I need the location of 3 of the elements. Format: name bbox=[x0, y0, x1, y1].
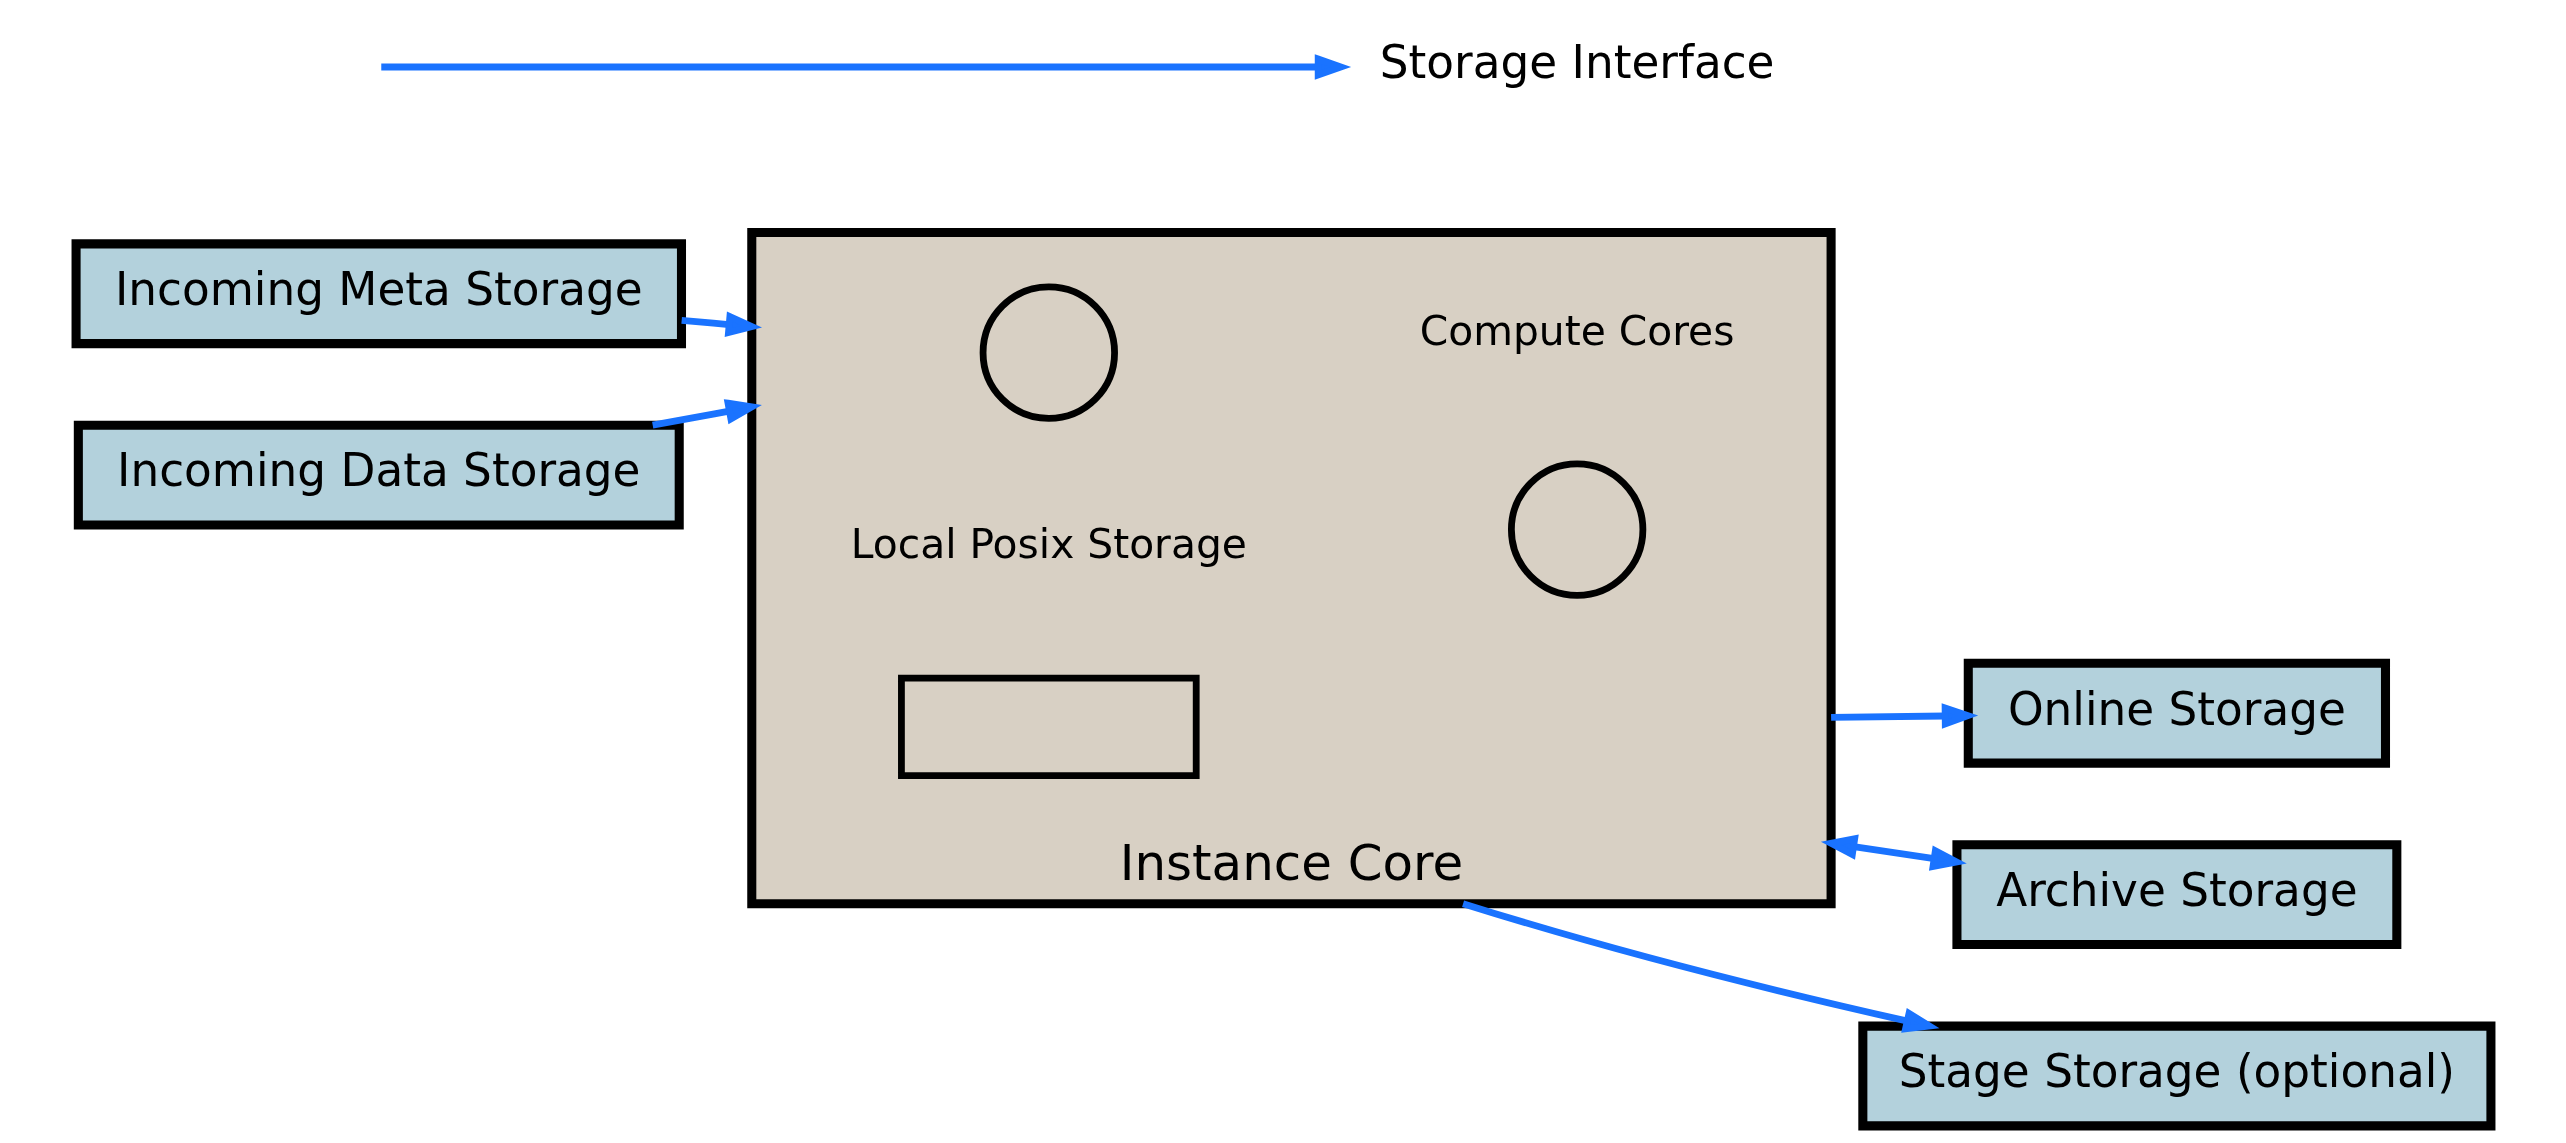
node-label: Local Posix Storage bbox=[850, 519, 1247, 568]
node-label: Compute Cores bbox=[1419, 306, 1734, 355]
legend-label: Storage Interface bbox=[1379, 36, 1774, 90]
